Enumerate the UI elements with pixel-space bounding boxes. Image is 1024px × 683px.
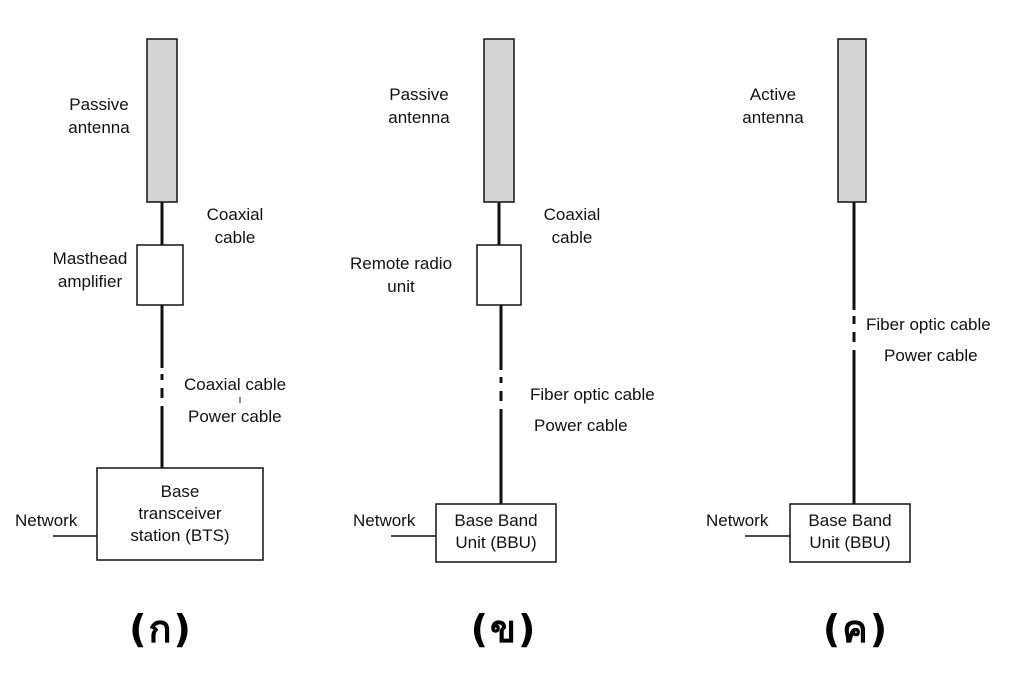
unit-label-1: Masthead amplifier: [52, 249, 128, 291]
upper-cable-label-1: Coaxial cable: [206, 205, 264, 247]
bts-label: Base transceiver station (BTS): [130, 482, 230, 545]
lower-cable-label-1a: Coaxial cable: [184, 375, 287, 394]
caption-panel-1: (ก): [129, 607, 193, 651]
remote-radio-unit-box: [476, 244, 522, 306]
passive-antenna-2: [483, 38, 515, 203]
caption-panel-2: (ข): [470, 607, 538, 651]
antenna-label-3: Active antenna: [742, 85, 804, 127]
caption-panel-3: (ค): [822, 607, 890, 651]
lower-cable-label-1b: Power cable: [188, 407, 282, 426]
bbu-box-3: [789, 503, 911, 563]
lower-cable-label-2b: Power cable: [534, 416, 628, 435]
upper-cable-label-2: Coaxial cable: [543, 205, 601, 247]
network-label-3: Network: [706, 511, 769, 530]
network-label-1: Network: [15, 511, 78, 530]
cable-label-3a: Fiber optic cable: [866, 315, 991, 334]
cable-label-3b: Power cable: [884, 346, 978, 365]
bts-box: [96, 467, 264, 561]
lower-cable-label-2a: Fiber optic cable: [530, 385, 655, 404]
bbu-label-2: Base Band Unit (BBU): [454, 511, 538, 552]
unit-label-2: Remote radio unit: [349, 254, 453, 296]
active-antenna: [837, 38, 867, 203]
antenna-label-1: Passive antenna: [68, 95, 130, 137]
bbu-label-3: Base Band Unit (BBU): [808, 511, 892, 552]
passive-antenna-1: [146, 38, 178, 203]
network-label-2: Network: [353, 511, 416, 530]
bbu-box-2: [435, 503, 557, 563]
masthead-amplifier-box: [136, 244, 184, 306]
antenna-label-2: Passive antenna: [388, 85, 450, 127]
